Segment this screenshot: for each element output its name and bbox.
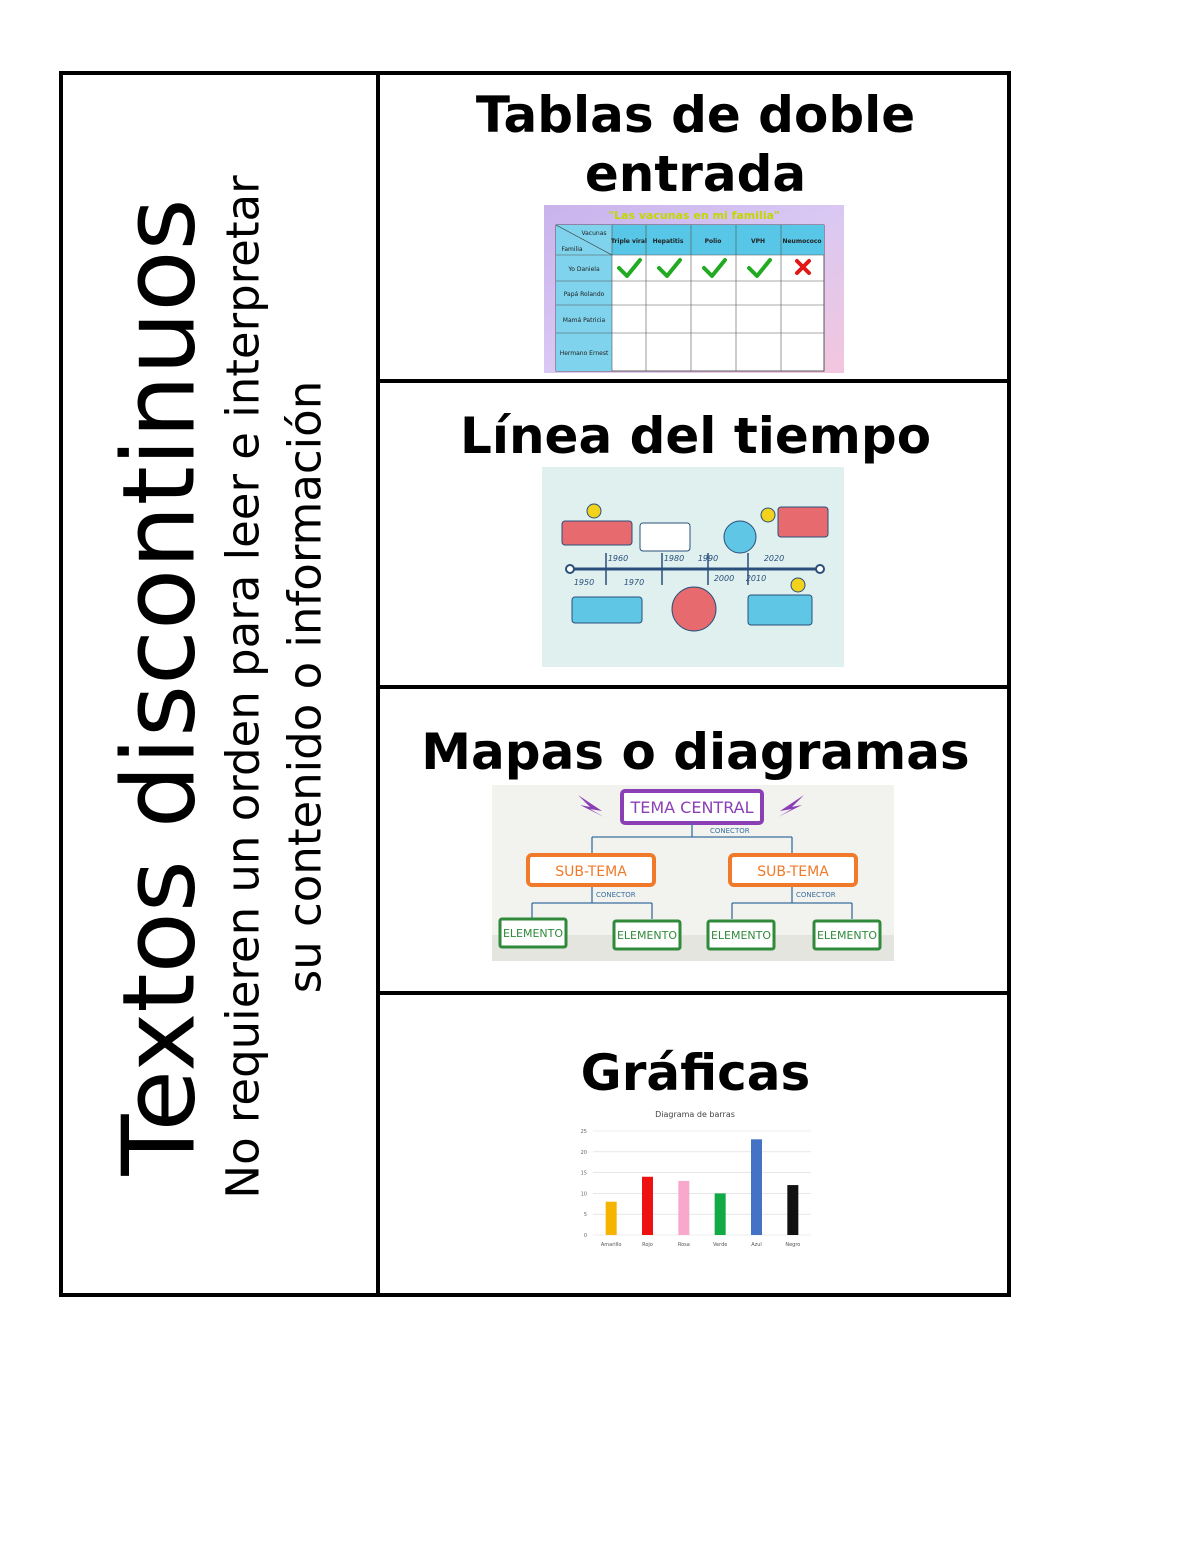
timeline-image: 1960 1980 1990 2020 1950 1970 2000 2010	[542, 467, 844, 667]
double-entry-table-image: "Las vacunas en mi familia" Vacunas Fami…	[544, 205, 844, 373]
chart-bar-rosa	[678, 1180, 690, 1235]
connector-label: CONECTOR	[796, 891, 836, 899]
section-charts-title: Gráficas	[580, 1044, 811, 1102]
timeline-year-top-1: 1960	[608, 554, 628, 563]
chart-x-tick-label: Rosa	[678, 1242, 690, 1248]
connector-label: CONECTOR	[710, 827, 750, 835]
check-icon	[702, 258, 727, 278]
table-col-2: Hepatitis	[653, 238, 684, 245]
section-timeline: Línea del tiempo 1960 1980 1990	[380, 383, 1011, 689]
corner-top-label: Vacunas	[581, 230, 606, 237]
chart-y-tick-label: 25	[581, 1129, 587, 1135]
section-charts: Gráficas Diagrama de barras 0 5 10 15 20 25 A…	[380, 995, 1011, 1297]
timeline-year-top-3: 1990	[698, 554, 718, 563]
table-row-1: Yo Daniela	[567, 266, 600, 273]
chart-y-tick-label: 20	[581, 1150, 587, 1156]
side-panel-description-line-2: su contenido o información	[278, 380, 332, 994]
side-panel-rotated-text: Textos discontinuos No requieren un orde…	[100, 117, 336, 1257]
section-tables: Tablas de doble entrada "Las vacunas en …	[380, 75, 1011, 383]
side-panel: Textos discontinuos No requieren un orde…	[63, 75, 380, 1293]
subtopic-2: SUB-TEMA	[757, 864, 829, 880]
chart-x-tick-label: Verde	[713, 1242, 727, 1248]
central-topic: TEMA CENTRAL	[629, 798, 753, 817]
timeline-year-top-2: 1980	[664, 554, 684, 563]
check-icon	[617, 258, 642, 278]
chart-y-tick-label: 0	[584, 1233, 587, 1239]
concept-map-image: TEMA CENTRAL CONECTOR CONECTOR CONECTOR	[492, 785, 894, 961]
bar-chart: Diagrama de barras 0 5 10 15 20 25 Amarillo Ro…	[567, 1103, 817, 1253]
chart-y-tick-label: 5	[584, 1212, 587, 1218]
check-icon	[657, 258, 682, 278]
table-row-3: Mamá Patricia	[563, 317, 606, 324]
element-2: ELEMENTO	[617, 929, 677, 942]
table-row-2: Papá Rolando	[564, 291, 605, 298]
chart-bar-verde	[714, 1193, 726, 1235]
table-col-5: Neumococo	[782, 238, 821, 245]
side-panel-description-line-1: No requieren un orden para leer e interp…	[216, 175, 270, 1199]
table-col-4: VPH	[751, 238, 765, 245]
element-3: ELEMENTO	[711, 929, 771, 942]
section-timeline-title: Línea del tiempo	[459, 407, 932, 465]
section-tables-title-line-1: Tablas de doble	[475, 86, 916, 144]
timeline-year-bottom-1: 1950	[574, 578, 594, 587]
chart-bar-amarillo	[605, 1201, 617, 1235]
chart-bar-negro	[787, 1185, 799, 1235]
chart-x-tick-label: Amarillo	[601, 1242, 622, 1248]
section-diagrams: Mapas o diagramas TEMA CENTRAL	[380, 689, 1011, 995]
timeline-year-top-4: 2020	[764, 554, 784, 563]
comparison-card: Textos discontinuos No requieren un orde…	[59, 71, 1011, 1297]
chart-x-tick-label: Negro	[785, 1242, 800, 1248]
chart-x-tick-label: Azul	[751, 1242, 762, 1248]
section-tables-title-line-2: entrada	[584, 145, 807, 203]
subtopic-1: SUB-TEMA	[555, 864, 627, 880]
connector-label: CONECTOR	[596, 891, 636, 899]
side-panel-title: Textos discontinuos	[100, 198, 218, 1176]
chart-title: Diagrama de barras	[655, 1110, 735, 1119]
section-tables-title: Tablas de doble entrada	[380, 86, 1011, 204]
chart-bar-azul	[751, 1139, 762, 1235]
table-caption: "Las vacunas en mi familia"	[608, 209, 779, 222]
chart-y-tick-label: 15	[581, 1171, 587, 1177]
section-diagrams-title: Mapas o diagramas	[421, 723, 970, 781]
table-col-3: Polio	[705, 238, 722, 245]
timeline-year-bottom-2: 1970	[624, 578, 644, 587]
cross-icon	[795, 259, 811, 275]
corner-bottom-label: Familia	[561, 246, 582, 253]
element-4: ELEMENTO	[817, 929, 877, 942]
element-1: ELEMENTO	[503, 927, 563, 940]
chart-bar-rojo	[642, 1176, 653, 1235]
chart-x-tick-label: Rojo	[642, 1242, 653, 1248]
timeline-year-bottom-4: 2010	[746, 574, 766, 583]
table-row-4: Hermano Ernest	[560, 350, 609, 357]
check-icon	[747, 258, 772, 278]
table-col-1: Triple viral	[611, 238, 647, 245]
chart-y-tick-label: 10	[581, 1191, 587, 1197]
timeline-year-bottom-3: 2000	[714, 574, 734, 583]
